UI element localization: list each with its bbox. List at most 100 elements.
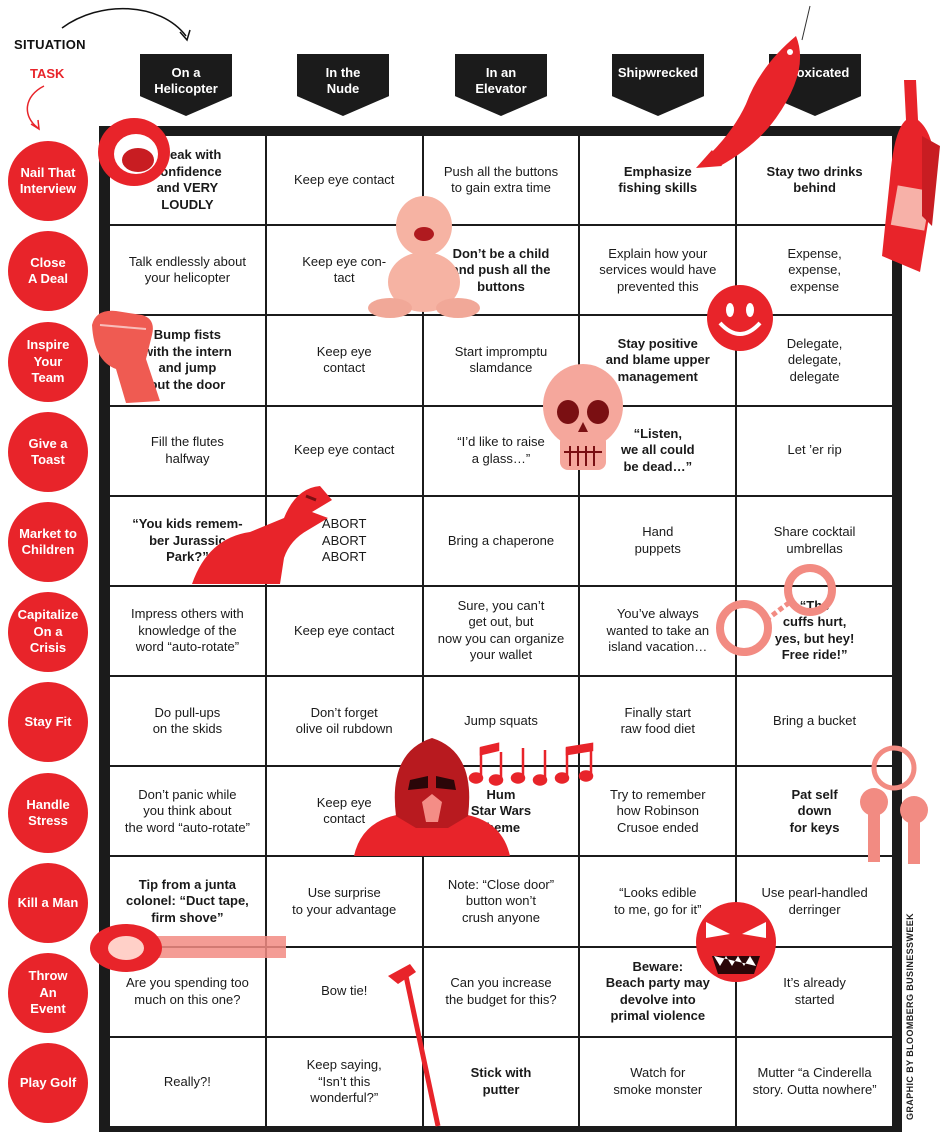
grid-cell: Mutter “a Cinderella story. Outta nowher… [737,1037,892,1126]
task-label: Nail That Interview [19,164,77,197]
cell-text: Watch for smoke monster [613,1065,703,1097]
cell-text: Hand puppets [634,524,681,556]
grid-cell: Watch for smoke monster [580,1037,736,1126]
grid-cell: “Looks edible to me, go for it” [580,857,736,946]
situation-axis-label: SITUATION [14,37,86,52]
grid-cell: Delegate, delegate, delegate [737,316,892,405]
task-circle: Handle Stress [8,773,88,853]
task-label: Play Golf [19,1074,77,1090]
cell-text: Let ’er rip [787,442,842,458]
grid-cell: Fill the flutes halfway [110,406,265,495]
grid-cell: Let ’er rip [737,406,892,495]
grid-cell: Really?! [110,1037,265,1126]
grid-cell: “The cuffs hurt, yes, but hey! Free ride… [737,586,892,676]
column-header-5: Intoxicated [769,54,861,116]
task-circle: Inspire Your Team [8,322,88,402]
cell-text: Start impromptu slamdance [454,343,548,376]
grid-cell: Explain how your services would have pre… [580,226,736,315]
column-header-label: In the Nude [325,65,361,96]
task-circle: Market to Children [8,502,88,582]
cell-text: Sure, you can’t get out, but now you can… [437,597,565,663]
cell-text: Use pearl-handled derringer [761,885,868,917]
cell-text: Stay two drinks behind [766,163,863,196]
grid-cell: Speak with confidence and VERY LOUDLY [110,136,265,225]
task-axis-label: TASK [30,66,65,81]
grid-cell: Try to remember how Robinson Crusoe ende… [580,767,736,856]
cell-text: Expense, expense, expense [787,245,842,294]
grid-cell: Stay positive and blame upper management [580,316,736,405]
cell-text: Keep saying, “Isn’t this wonderful?” [306,1057,382,1106]
task-circle: Play Golf [8,1043,88,1123]
grid-cell: Keep eye con- tact [266,226,422,315]
column-header-1: On a Helicopter [140,54,232,116]
grid-cell: Beware: Beach party may devolve into pri… [580,947,736,1036]
grid-cell: Bring a bucket [737,677,892,766]
cell-text: Jump squats [464,712,538,728]
advice-grid: Speak with confidence and VERY LOUDLY Kee… [110,136,892,1126]
column-header-2: In the Nude [297,54,389,116]
cell-text: Explain how your services would have pre… [599,245,717,294]
grid-cell: “You kids remem- ber Jurassic Park?” [110,496,265,585]
task-label: Give a Toast [28,435,68,468]
grid-cell: Jump squats [423,677,579,766]
column-header-4: Shipwrecked [612,54,704,116]
cell-text: Do pull-ups on the skids [152,704,223,737]
task-label: Stay Fit [24,713,72,729]
grid-cell: Do pull-ups on the skids [110,677,265,766]
grid-cell: Push all the buttons to gain extra time [423,136,579,225]
cell-text: Bring a chaperone [447,532,555,548]
task-circle: Give a Toast [8,412,88,492]
grid-cell: Use surprise to your advantage [266,857,422,946]
task-circle: Throw An Event [8,953,88,1033]
grid-cell: Start impromptu slamdance [423,316,579,405]
cell-text: Don’t forget olive oil rubdown [295,704,393,737]
grid-cell: Finally start raw food diet [580,677,736,766]
grid-cell: Keep eye contact [266,316,422,405]
grid-cell: It’s already started [737,947,892,1036]
cell-text: Push all the buttons to gain extra time [443,163,559,196]
grid-cell: Don’t forget olive oil rubdown [266,677,422,766]
cell-text: Mutter “a Cinderella story. Outta nowher… [752,1065,877,1097]
task-circle: Kill a Man [8,863,88,943]
grid-cell: “I’d like to raise a glass…” [423,406,579,495]
column-header-label: Shipwrecked [617,65,699,80]
grid-cell: Talk endlessly about your helicopter [110,226,265,315]
graphic-credit: GRAPHIC BY BLOOMBERG BUSINESSWEEK [905,912,915,1120]
cell-text: Finally start raw food diet [620,704,695,737]
cell-text: Beware: Beach party may devolve into pri… [605,958,710,1024]
cell-text: “Listen, we all could be dead…” [620,425,695,474]
task-label: Throw An Event [28,968,68,1017]
grid-cell: Don’t panic while you think about the wo… [110,767,265,856]
task-label: Inspire Your Team [26,337,70,386]
grid-cell: Emphasize fishing skills [580,136,736,225]
cell-text: Delegate, delegate, delegate [786,335,843,384]
cell-text: Keep eye contact [293,171,395,187]
task-circle: Nail That Interview [8,141,88,221]
grid-cell: Tip from a junta colonel: “Duct tape, fi… [110,857,265,946]
cell-text: “Looks edible to me, go for it” [614,885,702,917]
grid-cell: Hum Star Wars theme [423,767,579,856]
cell-text: Keep eye contact [316,343,372,376]
task-label: Market to Children [19,525,77,558]
grid-cell: Keep eye contact [266,767,422,856]
grid-cell: Use pearl-handled derringer [737,857,892,946]
cell-text: Note: “Close door” button won’t crush an… [447,876,555,925]
cell-text: “You kids remem- ber Jurassic Park?” [132,516,243,565]
cell-text: Stick with putter [470,1065,532,1097]
grid-cell: Stick with putter [423,1037,579,1126]
grid-cell: Keep eye contact [266,406,422,495]
cell-text: Are you spending too much on this one? [125,975,249,1007]
grid-cell: Keep saying, “Isn’t this wonderful?” [266,1037,422,1126]
cell-text: Don’t be a child and push all the button… [451,245,551,294]
grid-cell: Impress others with knowledge of the wor… [110,586,265,676]
cell-text: Pat self down for keys [789,786,840,835]
cell-text: Keep eye contact [293,442,395,458]
cell-text: Stay positive and blame upper management [605,335,710,384]
column-header-label: On a Helicopter [154,65,218,96]
grid-cell: Expense, expense, expense [737,226,892,315]
cell-text: Bow tie! [321,983,368,999]
task-circle: Close A Deal [8,231,88,311]
grid-cell: Note: “Close door” button won’t crush an… [423,857,579,946]
cell-text: Keep eye con- tact [302,253,387,286]
grid-cell: Keep eye contact [266,136,422,225]
